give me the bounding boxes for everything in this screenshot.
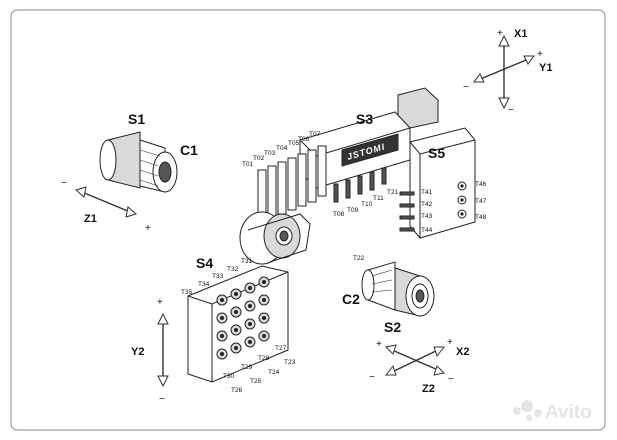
gang-tool-block-s3 [239,87,439,265]
avito-watermark-text: Avito [545,402,592,423]
diagram-frame [10,9,606,431]
s2-label: S2 [384,319,401,335]
tool-label-t33: T33 [212,273,224,280]
tool-plate-s4 [187,265,289,383]
spindle-s1 [99,131,178,193]
s5-right-ports [457,181,467,219]
tool-label-t10: T10 [361,201,373,208]
x2-minus-sign: + [376,339,382,350]
tool-label-t23: T23 [284,359,296,366]
y1-plus-sign: + [537,49,543,60]
tool-label-t06: T06 [298,136,310,143]
tool-label-t35: T35 [181,289,193,296]
tool-label-t28: T28 [258,355,270,362]
tool-label-t46: T46 [475,181,487,188]
c1-label: C1 [180,142,198,158]
tool-block-s5 [399,127,476,239]
z1-axis-label: Z1 [84,213,97,225]
s5-left-spindles [399,191,415,232]
tool-label-t42: T42 [421,201,433,208]
z1-plus-sign: + [145,223,151,234]
tool-label-t32: T32 [227,266,239,273]
z1-minus-sign: − [61,178,67,189]
y2-axis-label: Y2 [131,346,144,358]
tool-label-t30: T30 [223,373,235,380]
tool-label-t03: T03 [264,150,276,157]
tool-label-t48: T48 [475,214,487,221]
z1-axis-arrow [74,186,138,218]
z2-minus-sign: − [369,372,375,383]
x1-axis-label: X1 [514,28,527,40]
s3-bottom-tools [333,167,387,203]
z2-axis-label: Z2 [422,383,435,395]
tool-label-t04: T04 [276,145,288,152]
tool-label-t05: T05 [288,140,300,147]
s5-label: S5 [428,145,445,161]
tool-label-t07: T07 [309,131,321,138]
tool-label-t44: T44 [421,227,433,234]
x1-y1-axis-arrows [473,34,535,110]
tool-label-t02: T02 [253,155,265,162]
x2-plus-sign: + [447,337,453,348]
tool-label-t47: T47 [475,198,487,205]
z2-plus-sign: − [448,374,454,385]
tool-label-t27: T27 [275,345,287,352]
x2-z2-axis-arrows [384,344,446,376]
tool-label-t08: T08 [333,211,345,218]
y1-axis-label: Y1 [539,62,552,74]
tool-label-t22: T22 [353,255,365,262]
c2-label: C2 [342,291,360,307]
s4-label: S4 [196,255,213,271]
tool-label-t31: T31 [241,258,253,265]
y2-axis-arrow [157,312,169,388]
y1-minus-sign: − [463,82,469,93]
y2-minus-sign: − [159,394,165,405]
tool-label-t24: T24 [268,369,280,376]
y2-plus-sign: + [157,297,163,308]
tool-label-t41: T41 [421,189,433,196]
sub-spindle-s2 [361,261,435,317]
tool-label-t09: T09 [347,207,359,214]
tool-label-t01: T01 [242,161,254,168]
tool-label-t43: T43 [421,213,433,220]
tool-label-t26: T26 [231,387,243,394]
x1-plus-sign: + [497,28,503,39]
x1-minus-sign: − [508,105,514,116]
tool-label-t34: T34 [198,281,210,288]
s3-label: S3 [356,111,373,127]
tool-label-t21: T21 [387,189,399,196]
tool-label-t29: T29 [241,364,253,371]
x2-axis-label: X2 [456,346,469,358]
s3-tool-holders [257,145,327,221]
tool-label-t25: T25 [250,378,262,385]
s4-tool-grid [216,276,270,360]
tool-label-t11: T11 [373,195,384,202]
avito-watermark: Avito [513,400,592,423]
s1-label: S1 [128,111,145,127]
